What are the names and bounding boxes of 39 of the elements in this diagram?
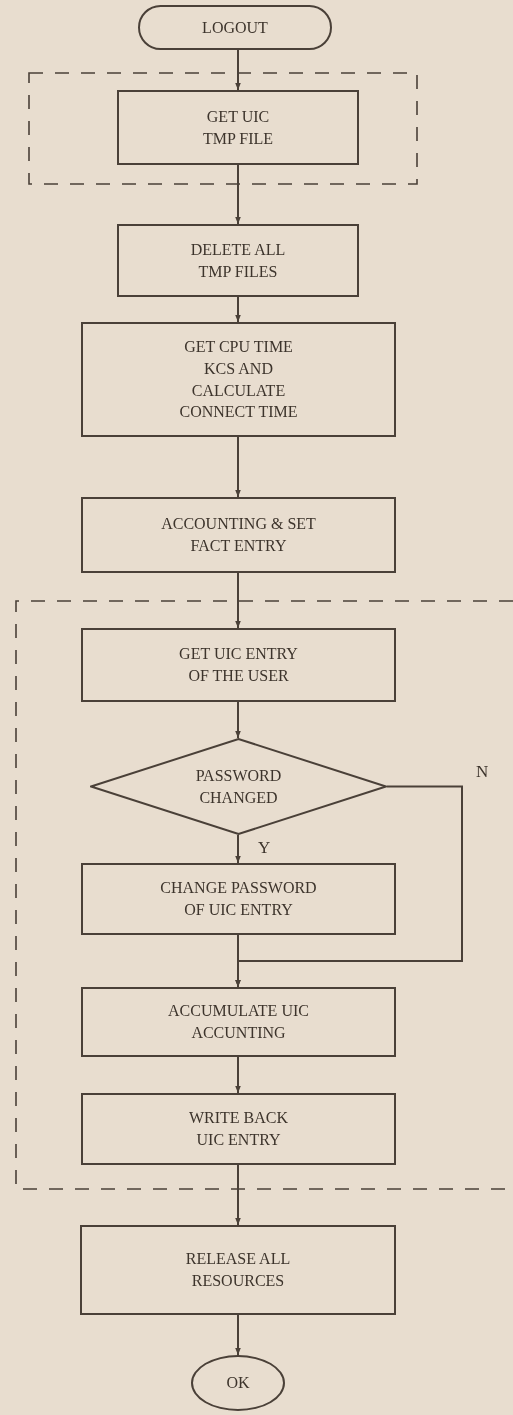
node-label: ACCUMULATE UIC ACCUNTING <box>167 1001 310 1043</box>
flow-arrow <box>235 701 241 739</box>
edge-label: Y <box>258 838 271 858</box>
flow-arrow <box>235 1164 241 1226</box>
process-box <box>117 90 359 165</box>
process-box <box>81 497 396 573</box>
flow-arrow <box>235 296 241 323</box>
decision-diamond <box>90 738 387 835</box>
flow-arrow <box>235 49 241 91</box>
flow-arrow <box>235 834 241 864</box>
process-box <box>81 628 396 702</box>
node-label: LOGOUT <box>201 17 269 38</box>
node-label: ACCOUNTING & SET FACT ENTRY <box>160 514 317 556</box>
node-label: RELEASE ALL RESOURCES <box>184 1249 292 1291</box>
start-terminal <box>138 5 332 50</box>
process-box <box>117 224 359 297</box>
flow-arrow <box>235 1314 241 1356</box>
process-box <box>81 987 396 1057</box>
node-label: GET CPU TIME KCS AND CALCULATE CONNECT TIME <box>178 337 299 423</box>
process-box <box>80 1225 396 1315</box>
node-label: GET UIC TMP FILE <box>201 106 275 149</box>
edge-label: N <box>476 762 489 782</box>
process-box <box>81 863 396 935</box>
end-terminal <box>191 1355 285 1411</box>
dashed-group-frame <box>15 600 513 1190</box>
flow-arrow <box>235 934 241 988</box>
flow-arrow <box>235 164 241 225</box>
dashed-group-frame <box>28 72 418 185</box>
flow-arrow <box>235 572 241 629</box>
node-label: PASSWORD CHANGED <box>194 765 283 808</box>
process-box <box>81 1093 396 1165</box>
node-label: DELETE ALL TMP FILES <box>189 239 287 282</box>
node-label: GET UIC ENTRY OF THE USER <box>178 644 299 686</box>
flow-arrow <box>235 1056 241 1094</box>
process-box <box>81 322 396 437</box>
node-label: OK <box>225 1373 251 1394</box>
node-label: CHANGE PASSWORD OF UIC ENTRY <box>159 878 318 920</box>
node-label: WRITE BACK UIC ENTRY <box>187 1108 290 1150</box>
flow-arrow <box>235 436 241 498</box>
